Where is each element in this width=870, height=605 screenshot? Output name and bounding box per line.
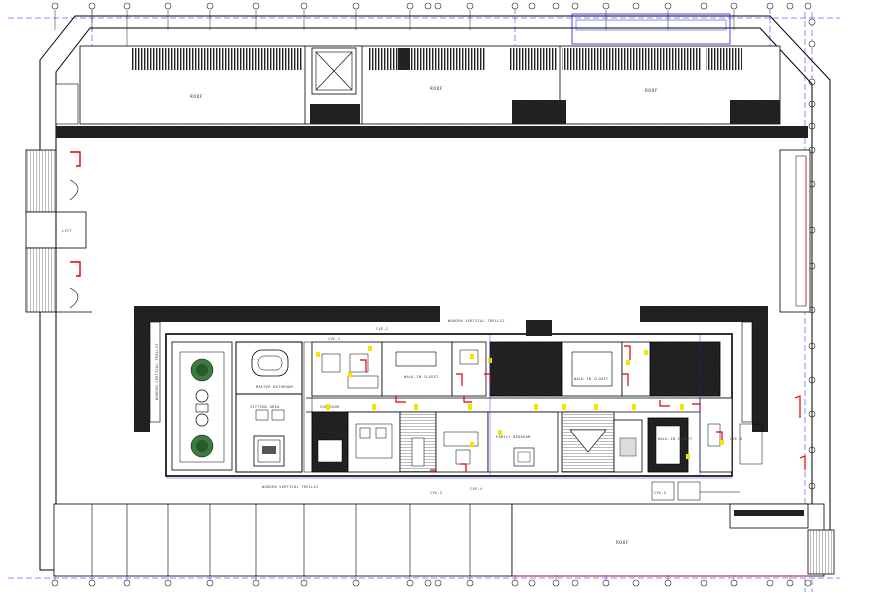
tag-1: CVE-1: [328, 337, 340, 341]
roof-strip-top: ROOF ROOF ROOF: [79, 13, 781, 125]
grid-bubbles-bottom: [51, 579, 812, 587]
walkin-closet-label-2: WALK IN CLOSET: [574, 377, 609, 381]
trellis-bottom-label: WOODEN VERTICAL TRELLIS: [262, 485, 319, 489]
tag-5: CVE-5: [654, 491, 666, 495]
lift-label: LIFT: [62, 229, 72, 233]
grid-bubbles-top: [51, 2, 812, 10]
right-edge-column: [779, 149, 811, 470]
roof-edge-left: [55, 83, 79, 125]
master-bedroom-label: SITTING AREA: [250, 405, 280, 409]
walkin-closet-label-1: WALK-IN CLOSET: [404, 375, 439, 379]
trellis-top-label: WOODEN VERTICAL TRELLIS: [448, 319, 505, 323]
trellis-left-label: WOODEN VERTICAL TRELLIS: [155, 343, 159, 400]
walkin-closet-label-3: WALK-IN CLOSET: [658, 437, 693, 441]
dimension-ticks-bottom: [54, 575, 791, 581]
roof-label-2: ROOF: [430, 86, 443, 92]
roof-label-3: ROOF: [645, 88, 658, 94]
main-beam: [56, 126, 808, 138]
roof-label-4: ROOF: [616, 540, 629, 546]
master-bathroom-label: MASTER BATHROOM: [256, 385, 293, 389]
corridor-label: CORRIDOR: [320, 405, 340, 409]
main-unit: WOODEN VERTICAL TRELLIS WOODEN VERTICAL …: [134, 306, 768, 495]
roof-strip-bottom: ROOF: [53, 503, 835, 577]
roof-label-1: ROOF: [190, 94, 203, 100]
left-stair-block: LIFT: [25, 149, 92, 313]
tag-6: CVE-6: [730, 437, 742, 441]
tag-4: CVE-4: [470, 487, 482, 491]
family-bedroom-label: FAMILY BEDROOM: [496, 435, 531, 439]
tag-2: CVE-2: [376, 327, 388, 331]
annotation-cluster-right: [651, 423, 763, 501]
tag-3: CVE-3: [430, 491, 442, 495]
